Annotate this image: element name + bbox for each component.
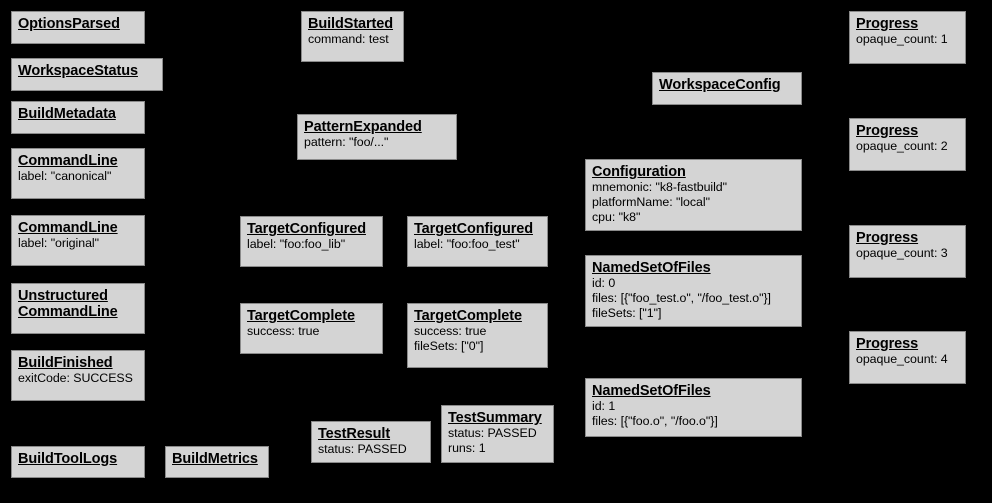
event-node-field: cpu: "k8" [592,210,641,225]
event-node-field: files: [{"foo.o", "/foo.o"}] [592,414,718,429]
event-node-field: label: "foo:foo_lib" [247,237,346,252]
event-node-title: PatternExpanded [304,119,422,135]
event-node-field: status: PASSED [448,426,537,441]
event-node-title: Progress [856,16,919,32]
event-node-title: BuildToolLogs [18,451,118,467]
event-node-title: BuildMetadata [18,106,116,122]
event-node-field: platformName: "local" [592,195,710,210]
event-node-build-metadata[interactable]: BuildMetadata [11,101,145,134]
event-node-field: label: "original" [18,236,99,251]
event-node-title: Progress [856,123,919,139]
event-node-field: mnemonic: "k8-fastbuild" [592,180,728,195]
event-node-field: opaque_count: 1 [856,32,948,47]
event-node-field: command: test [308,32,389,47]
event-node-title: OptionsParsed [18,16,120,32]
event-node-title: CommandLine [18,153,118,169]
event-node-title: WorkspaceStatus [18,63,138,79]
event-node-field: files: [{"foo_test.o", "/foo_test.o"}] [592,291,771,306]
event-node-title: Configuration [592,164,686,180]
event-node-field: label: "foo:foo_test" [414,237,520,252]
event-node-field: id: 0 [592,276,616,291]
event-node-field: success: true [247,324,320,339]
event-node-workspace-status[interactable]: WorkspaceStatus [11,58,163,91]
event-node-field: status: PASSED [318,442,407,457]
event-node-title: NamedSetOfFiles [592,260,711,276]
event-node-field: label: "canonical" [18,169,112,184]
event-node-unstructured-command-line[interactable]: Unstructured CommandLine [11,283,145,334]
event-node-workspace-config[interactable]: WorkspaceConfig [652,72,802,105]
event-node-build-tool-logs[interactable]: BuildToolLogs [11,446,145,478]
event-node-field: id: 1 [592,399,616,414]
event-node-title: BuildStarted [308,16,394,32]
event-node-title: TestSummary [448,410,542,426]
event-node-title: Unstructured CommandLine [18,288,118,321]
event-node-field: opaque_count: 4 [856,352,948,367]
event-node-title: Progress [856,336,919,352]
event-node-field: exitCode: SUCCESS [18,371,133,386]
event-node-field: pattern: "foo/..." [304,135,389,150]
event-node-field: opaque_count: 3 [856,246,948,261]
event-node-build-metrics[interactable]: BuildMetrics [165,446,269,478]
event-node-title: NamedSetOfFiles [592,383,711,399]
event-node-title: Progress [856,230,919,246]
event-node-title: TargetConfigured [414,221,533,237]
event-node-field: fileSets: ["0"] [414,339,484,354]
event-node-title: BuildMetrics [172,451,258,467]
event-node-title: CommandLine [18,220,118,236]
event-node-title: WorkspaceConfig [659,77,781,93]
event-node-field: opaque_count: 2 [856,139,948,154]
event-node-title: BuildFinished [18,355,113,371]
event-node-title: TargetComplete [247,308,355,324]
event-node-options-parsed[interactable]: OptionsParsed [11,11,145,44]
event-node-field: success: true [414,324,487,339]
event-node-title: TargetConfigured [247,221,366,237]
event-node-title: TargetComplete [414,308,522,324]
event-node-title: TestResult [318,426,391,442]
event-node-field: runs: 1 [448,441,486,456]
event-node-field: fileSets: ["1"] [592,306,662,321]
